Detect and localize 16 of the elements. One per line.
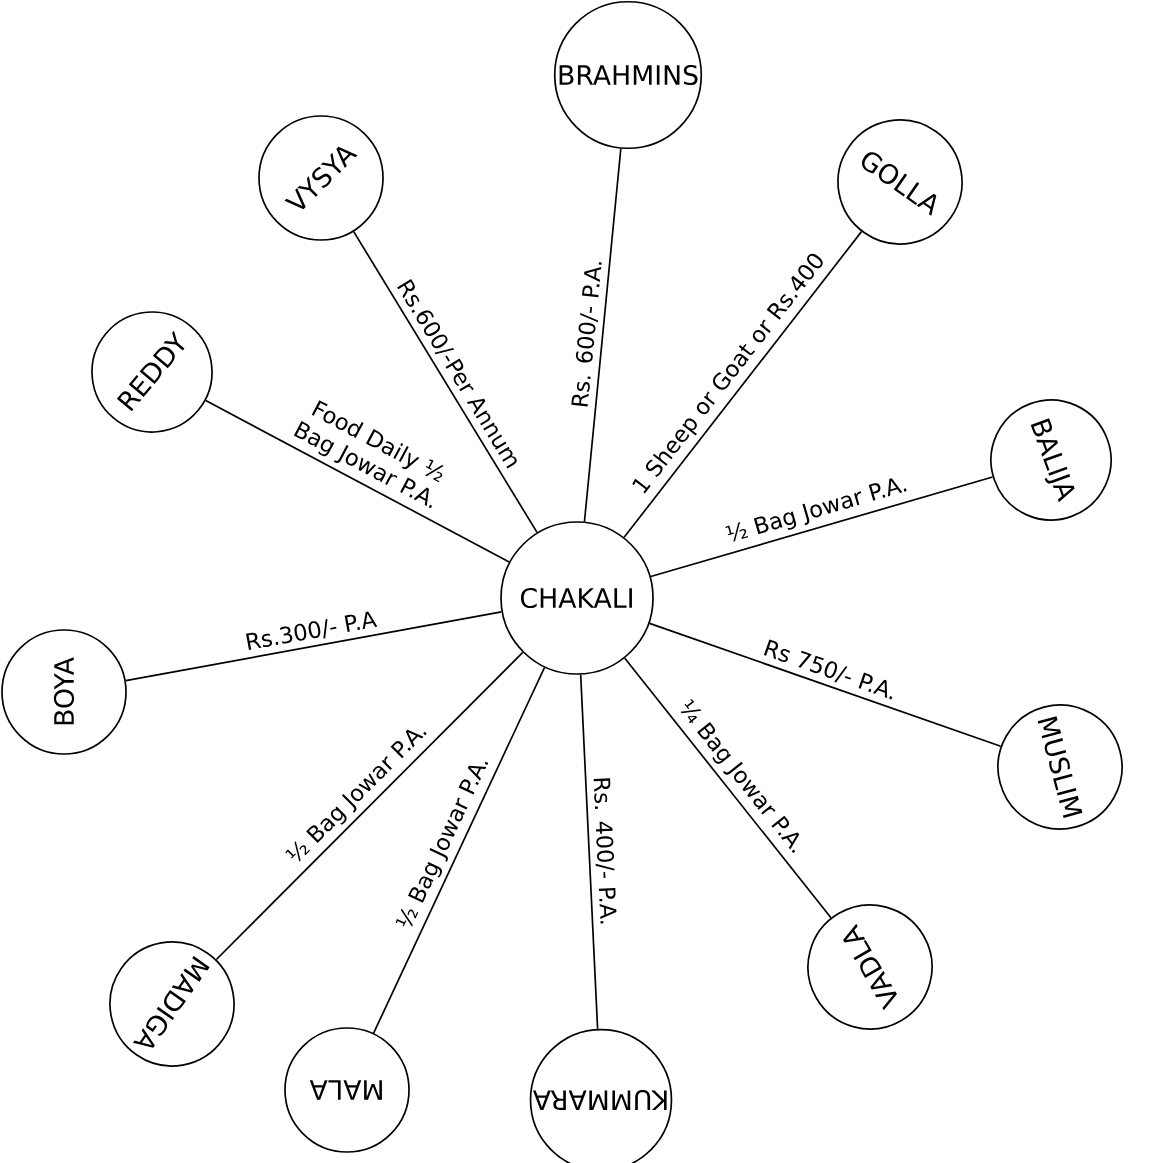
connector-line	[204, 399, 510, 563]
connector-line	[623, 657, 832, 919]
edge-label: Rs 750/- P.A.	[763, 639, 893, 700]
connector-line	[649, 476, 994, 578]
edge-label: Rs. 600/- P.A.	[571, 262, 602, 407]
connector-line	[215, 651, 524, 961]
edge-label: Rs. 400/- P.A.	[593, 778, 617, 924]
edge-label: ½ Bag Jowar P.A.	[725, 478, 907, 542]
connector-line	[583, 147, 622, 523]
connector-line	[623, 230, 863, 539]
connector-line	[579, 673, 599, 1030]
connector-line	[372, 666, 546, 1034]
edge-label: Rs.300/- P.A	[246, 611, 378, 650]
connector-line	[648, 622, 1002, 748]
connector-line	[352, 230, 538, 534]
connector-line	[124, 611, 503, 682]
